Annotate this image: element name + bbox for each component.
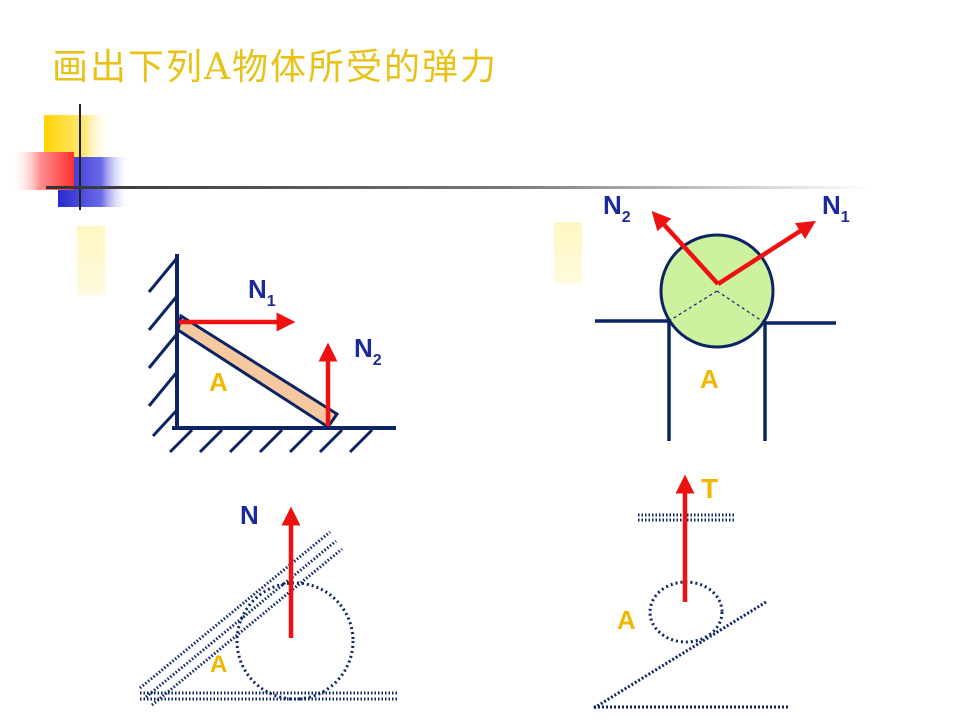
contact-line-right (716, 290, 766, 324)
tension-force-t-label: T (701, 473, 718, 504)
decorative-squares (12, 104, 872, 295)
red-square-decor (12, 152, 74, 190)
diagram-cylinder: N A (139, 500, 398, 707)
pale-yellow-bar-right (554, 222, 582, 284)
rod-force-n1-label: N1 (248, 274, 276, 310)
cylinder-body (235, 581, 355, 701)
ball-force-n2-arrow (651, 211, 720, 286)
rod-body (176, 313, 340, 430)
diagram-rod: N1 N2 A (147, 254, 396, 454)
incline-surface (593, 600, 767, 710)
rod-force-n2-label: N2 (354, 333, 382, 369)
ball-body-label: A (700, 364, 719, 394)
slide-title: 画出下列A物体所受的弹力 (52, 47, 498, 88)
floor-hatching (168, 428, 374, 454)
diagram-ball: N1 N2 A (595, 190, 850, 441)
cylinder-force-n-label: N (240, 500, 259, 530)
hanging-ball-body-label: A (617, 605, 636, 635)
ball-force-n1-label: N1 (822, 190, 850, 226)
cylinder-body-label: A (210, 651, 227, 678)
rod-body-label: A (209, 367, 228, 397)
incline-surface (139, 530, 343, 707)
horizontal-rule-decor (46, 186, 872, 189)
floor-surface (140, 691, 398, 701)
wall-hatching (147, 257, 179, 438)
diagram-hanging: T A (593, 473, 790, 710)
ball-force-n1-arrow (716, 220, 816, 286)
ball-force-n2-label: N2 (603, 190, 631, 226)
pale-yellow-bar-left (77, 226, 105, 295)
left-support (595, 319, 671, 441)
right-support (763, 321, 836, 441)
